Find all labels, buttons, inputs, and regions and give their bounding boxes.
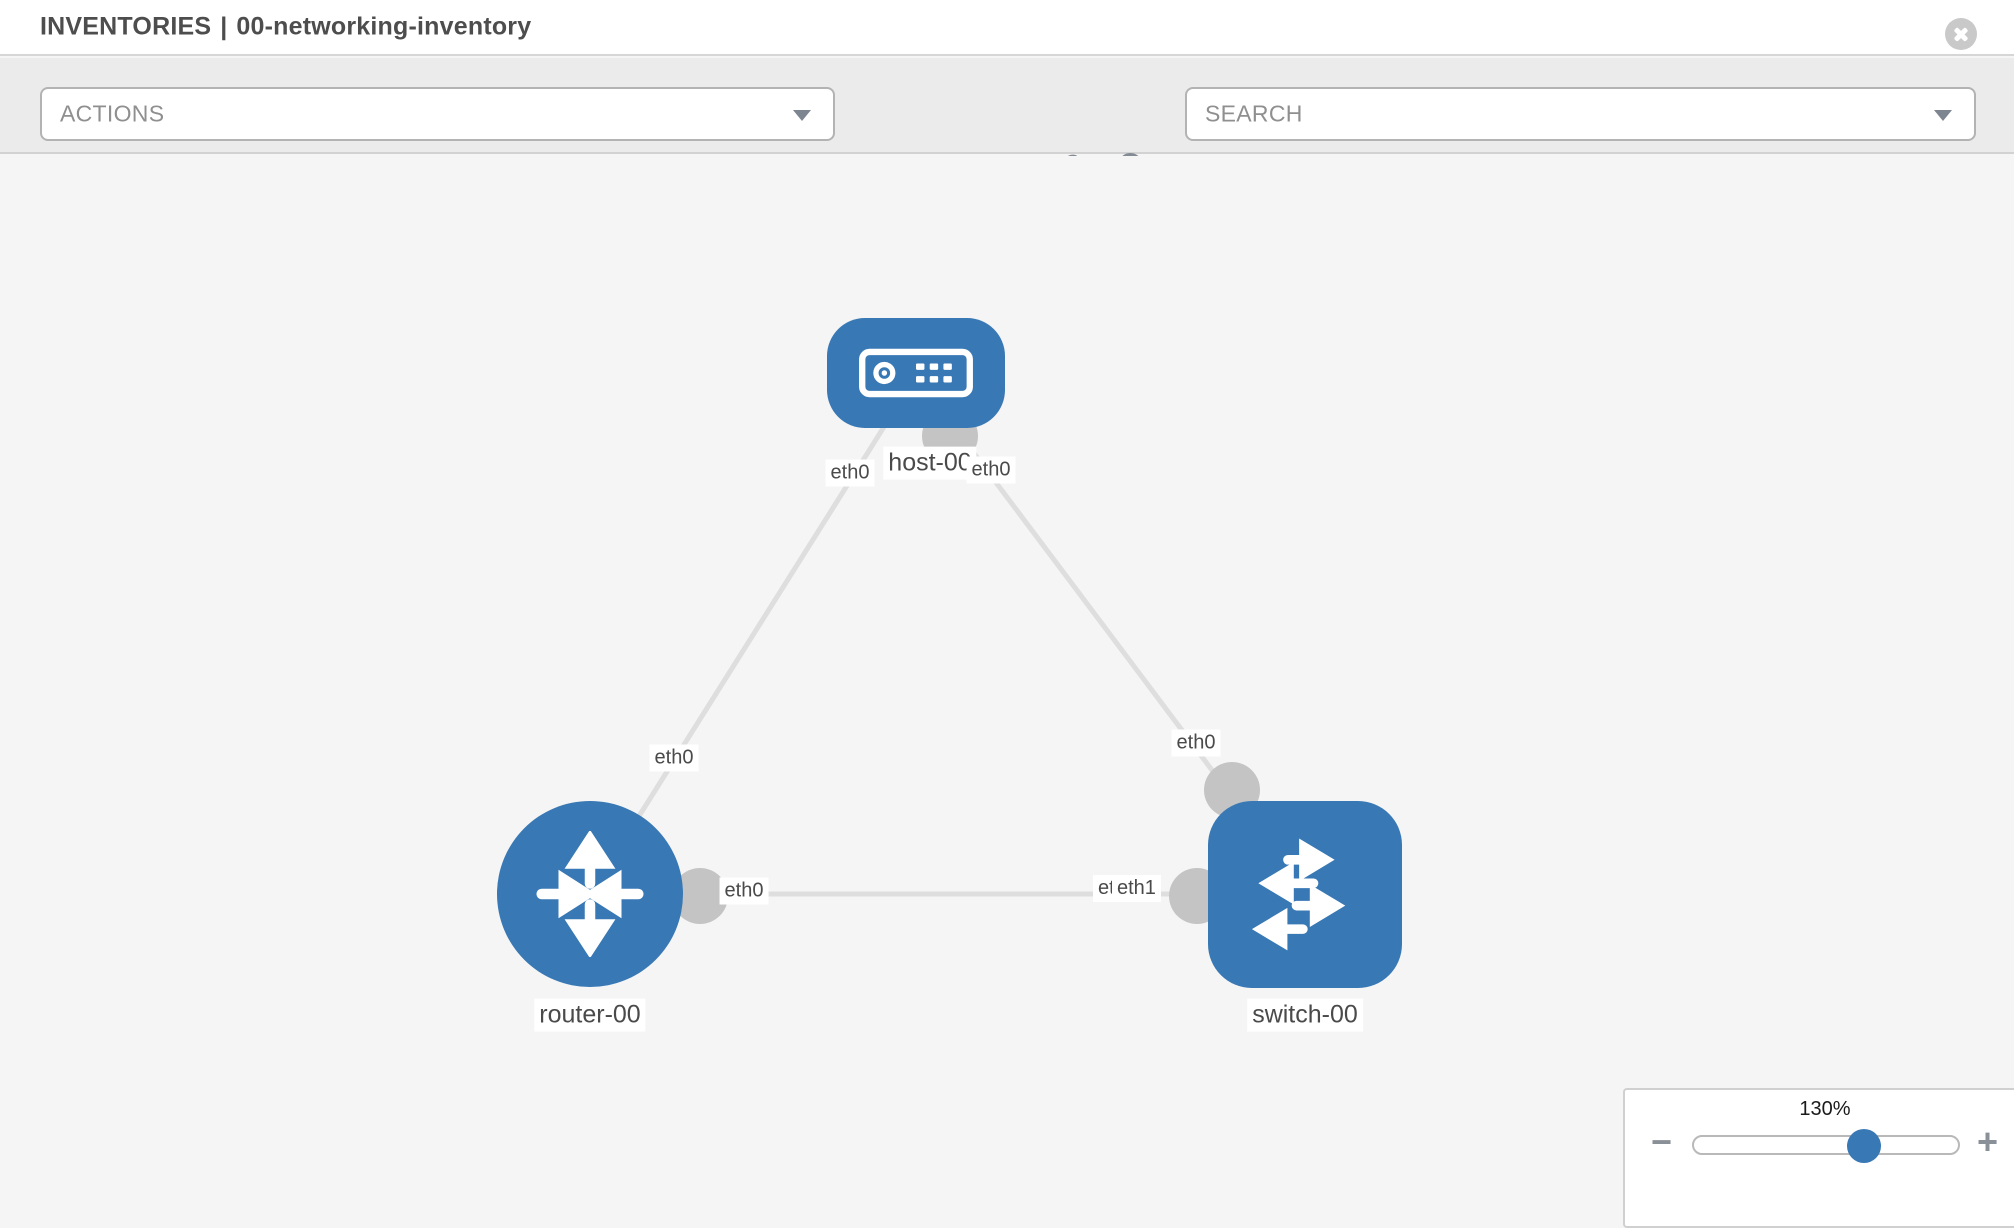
zoom-out-button[interactable]: − — [1651, 1121, 1673, 1162]
actions-dropdown[interactable]: ACTIONS — [40, 87, 835, 141]
page-title-section: INVENTORIES — [40, 12, 212, 41]
interface-dot-router — [672, 868, 728, 924]
zoom-in-button[interactable]: + — [1977, 1121, 1999, 1162]
node-switch-00[interactable] — [1208, 801, 1402, 988]
window-header: INVENTORIES | 00-networking-inventory — [0, 0, 2014, 56]
topology-canvas[interactable]: host-00 router-00 switch-00 eth0 eth0 et… — [0, 156, 2014, 1200]
zoom-control-panel: 130% − + — [1623, 1088, 2014, 1228]
page-title: INVENTORIES | 00-networking-inventory — [40, 13, 531, 42]
interface-label-host-eth0-right: eth0 — [966, 456, 1016, 484]
router-icon — [536, 831, 644, 957]
node-label-host: host-00 — [883, 446, 977, 480]
page-title-inventory-name: 00-networking-inventory — [236, 12, 532, 41]
zoom-level-value: 130% — [1799, 1098, 1851, 1120]
actions-dropdown-label: ACTIONS — [60, 100, 165, 127]
topology-links-layer — [587, 374, 1307, 924]
host-icon — [859, 348, 973, 398]
inventory-topology-window: INVENTORIES | 00-networking-inventory ACTI… — [0, 0, 2014, 1200]
toolbar: ACTIONS SEARCH — [0, 58, 2014, 189]
search-dropdown[interactable]: SEARCH — [1185, 87, 1976, 141]
close-icon[interactable] — [1945, 18, 1977, 50]
interface-label-switch-eth0-uplink: eth0 — [1171, 729, 1221, 757]
node-router-00[interactable] — [497, 801, 683, 987]
node-label-switch: switch-00 — [1247, 998, 1363, 1032]
search-placeholder: SEARCH — [1205, 100, 1303, 127]
chevron-down-icon — [1934, 110, 1952, 121]
zoom-slider-track[interactable] — [1692, 1135, 1960, 1155]
interface-label-router-eth0-uplink: eth0 — [649, 744, 699, 772]
interface-label-router-eth0: eth0 — [719, 877, 769, 905]
page-title-separator: | — [220, 12, 228, 41]
zoom-slider-handle[interactable] — [1847, 1129, 1881, 1163]
interface-label-host-eth0-left: eth0 — [825, 459, 875, 487]
node-label-router: router-00 — [534, 998, 646, 1032]
interface-label-switch-eth1: eth1 — [1112, 875, 1161, 902]
switch-icon — [1251, 838, 1346, 950]
chevron-down-icon — [793, 110, 811, 121]
node-host-00[interactable] — [827, 318, 1005, 428]
